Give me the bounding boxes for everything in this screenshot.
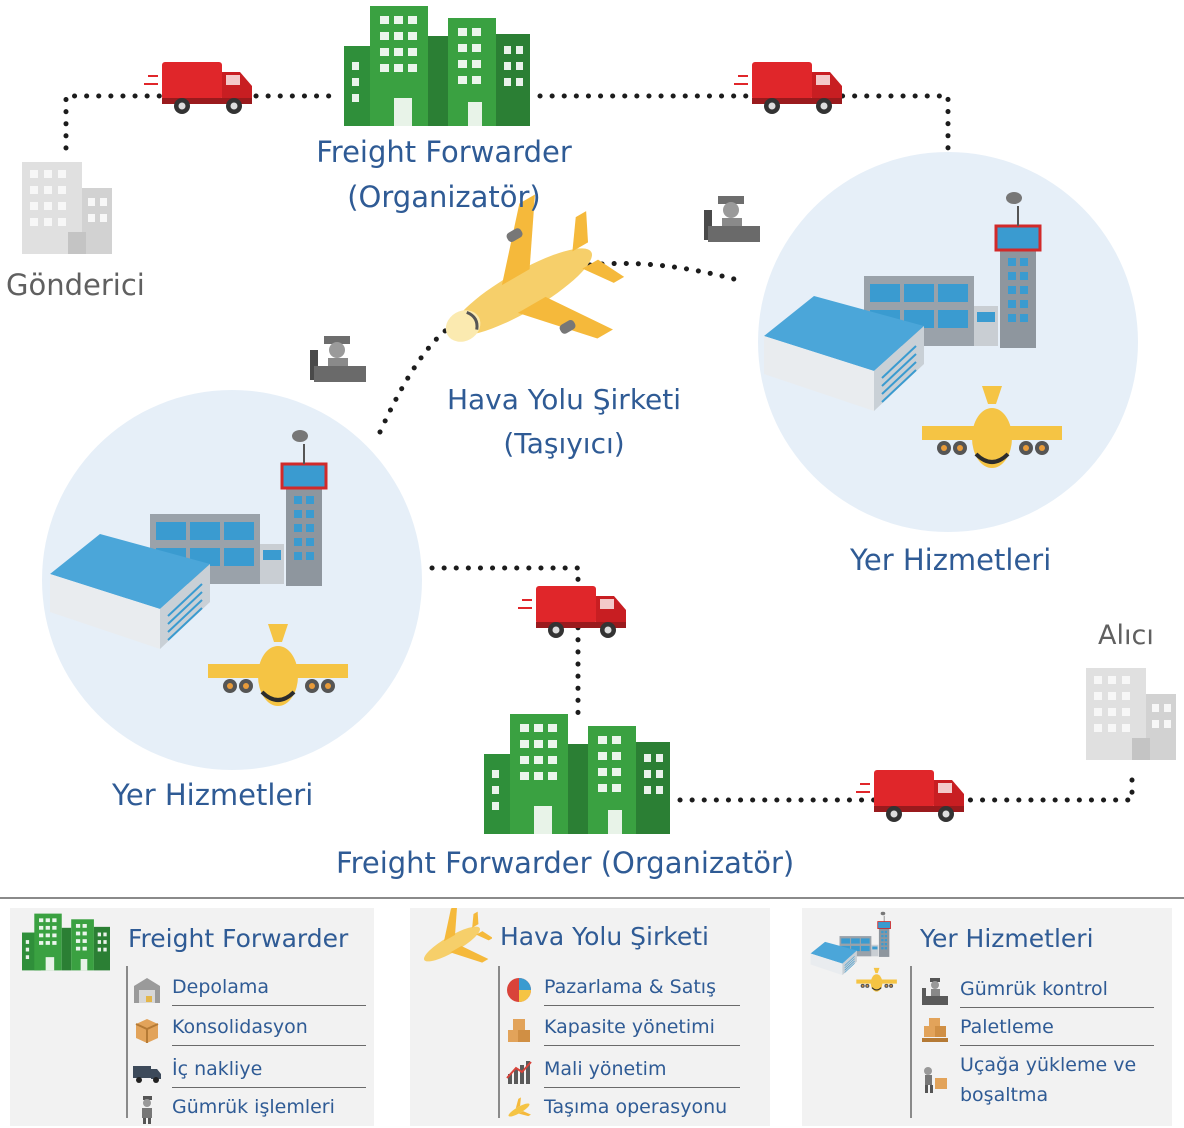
legend-item-label: Depolama xyxy=(172,976,270,998)
legend-item-label: Mali yönetim xyxy=(544,1058,667,1080)
legend-item-label: Taşıma operasyonu xyxy=(544,1096,728,1118)
box-icon xyxy=(135,1019,159,1043)
plane-takeoff-icon xyxy=(508,1097,531,1117)
legend-item-label: Pazarlama & Satış xyxy=(544,976,716,998)
route-airport-to-forwarder xyxy=(429,565,581,725)
airline-label: Hava Yolu Şirketi (Taşıyıcı) xyxy=(424,378,704,466)
airplane-icon xyxy=(445,194,625,342)
forwarder-top-line1: Freight Forwarder xyxy=(316,135,572,169)
legend-item: Pazarlama & Satış xyxy=(500,972,740,1008)
forwarder-top-line2: (Organizatör) xyxy=(347,180,541,214)
legend-panel-freight-forwarder: Freight Forwarder Depolama Konsolidasyon… xyxy=(10,908,374,1126)
marketing-icon xyxy=(507,978,531,1002)
legend-item-label: Gümrük kontrol xyxy=(960,978,1108,1000)
legend-item: Paletleme xyxy=(916,1012,1154,1048)
pallet-icon xyxy=(922,1018,948,1042)
ground-services-left-label: Yer Hizmetleri xyxy=(112,778,314,812)
warehouse-icon xyxy=(134,978,160,1003)
boxes-icon xyxy=(508,1019,530,1042)
officer-icon xyxy=(142,1096,152,1124)
legend-divider xyxy=(0,897,1184,899)
loading-worker-icon xyxy=(924,1067,947,1093)
legend-branch-line xyxy=(910,966,912,1118)
airline-line2: (Taşıyıcı) xyxy=(503,427,625,460)
item-underline xyxy=(172,1005,366,1006)
item-underline xyxy=(172,1087,366,1088)
route-forwarder-to-airport xyxy=(537,93,951,151)
legend-item: Taşıma operasyonu xyxy=(500,1092,750,1128)
sender-label: Gönderici xyxy=(6,268,145,302)
item-underline xyxy=(544,1045,740,1046)
legend-panel-airline: Hava Yolu Şirketi Pazarlama & Satış Kapa… xyxy=(410,908,770,1126)
legend-item: Depolama xyxy=(128,972,366,1008)
legend-title: Yer Hizmetleri xyxy=(920,924,1094,953)
airport-icon xyxy=(809,911,898,993)
item-underline xyxy=(960,1045,1154,1046)
bar-chart-icon xyxy=(506,1061,532,1084)
legend-title: Hava Yolu Şirketi xyxy=(500,922,709,951)
truck-icon xyxy=(143,61,253,115)
freight-flow-diagram xyxy=(22,6,1176,834)
truck-icon xyxy=(855,769,965,823)
forwarder-top-label: Freight Forwarder (Organizatör) xyxy=(296,130,592,220)
legend-item-label: Gümrük işlemleri xyxy=(172,1096,335,1118)
legend-item-label: Uçağa yükleme ve boşaltma xyxy=(960,1054,1137,1106)
legend-item: Mali yönetim xyxy=(500,1054,740,1090)
customs-desk-icon xyxy=(922,978,948,1005)
airline-line1: Hava Yolu Şirketi xyxy=(446,383,682,416)
legend-item-label: İç nakliye xyxy=(172,1058,263,1080)
customs-officer-icon xyxy=(310,336,366,382)
legend-item-label: Kapasite yönetimi xyxy=(544,1016,715,1038)
truck-icon xyxy=(133,1066,161,1083)
legend-branch-line xyxy=(498,966,500,1118)
item-underline xyxy=(544,1087,740,1088)
truck-icon xyxy=(517,585,627,639)
legend-branch-line xyxy=(126,966,128,1118)
legend-item: Kapasite yönetimi xyxy=(500,1012,740,1048)
receiver-label: Alıcı xyxy=(1098,620,1154,651)
forwarder-bottom-label: Freight Forwarder (Organizatör) xyxy=(336,846,795,880)
item-underline xyxy=(960,1007,1154,1008)
customs-officer-icon xyxy=(704,196,760,242)
airplane-icon xyxy=(424,908,492,963)
item-underline xyxy=(172,1045,366,1046)
legend-item: Gümrük işlemleri xyxy=(128,1092,366,1128)
forwarder-buildings-top-icon xyxy=(344,6,530,126)
green-buildings-icon xyxy=(22,913,110,971)
forwarder-buildings-bottom-icon xyxy=(484,714,670,834)
legend-item: Konsolidasyon xyxy=(128,1012,366,1048)
legend-item: Gümrük kontrol xyxy=(916,974,1154,1010)
item-underline xyxy=(544,1005,740,1006)
legend-item: İç nakliye xyxy=(128,1054,366,1090)
legend-item: Uçağa yükleme ve boşaltma xyxy=(916,1050,1166,1116)
legend-panel-ground-services: Yer Hizmetleri Gümrük kontrol Paletleme … xyxy=(802,908,1172,1126)
sender-building-icon xyxy=(22,162,112,254)
legend-item-label: Paletleme xyxy=(960,1016,1054,1038)
ground-services-right-label: Yer Hizmetleri xyxy=(850,543,1052,577)
truck-icon xyxy=(733,61,843,115)
legend-title: Freight Forwarder xyxy=(128,924,349,953)
legend-item-label: Konsolidasyon xyxy=(172,1016,308,1038)
receiver-building-icon xyxy=(1086,668,1176,760)
